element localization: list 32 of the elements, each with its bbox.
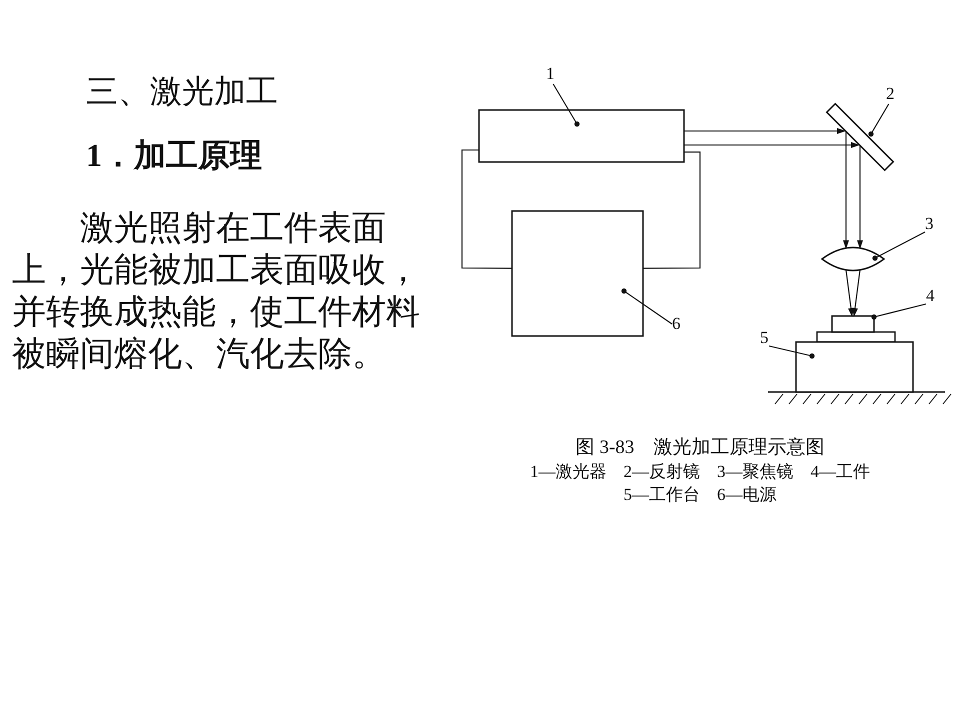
wire-line [643,151,701,269]
leader-line [872,232,926,261]
callout-number: 4 [926,286,934,306]
laser-box [478,109,685,163]
leader-line [868,104,890,137]
callout-number: 2 [886,84,894,104]
laser-beam-arrow [684,142,860,148]
workpiece-block [831,315,875,333]
legend-text: 5—工作台 6—电源 [622,484,778,506]
laser-beam-arrow [857,146,863,250]
laser-beam-arrow [852,270,861,317]
laser-beam-arrow [845,270,854,317]
laser-beam-arrow [843,132,849,250]
legend-text: 1—激光器 2—反射镜 3—聚焦镜 4—工件 [529,461,871,483]
body-paragraph: 激光照射在工件表面上，光能被加工表面吸收，并转换成热能，使工件材料被瞬间熔化、汽化去除。 [12,209,421,375]
callout-number: 3 [925,214,934,234]
power-supply-box [511,210,644,337]
section-heading: 三、激光加工 [86,72,278,111]
wire-line [461,149,512,269]
subheading: 1．加工原理 [86,136,262,175]
leader-line [871,303,926,320]
leader-line [768,345,815,359]
lens [821,246,885,272]
leader-line [552,84,580,127]
mirror [826,102,894,172]
callout-number: 5 [760,328,768,348]
worktable-block [795,341,914,393]
figure-caption: 图 3-83 激光加工原理示意图 [574,436,826,460]
callout-number: 6 [672,314,680,334]
leader-line [621,288,672,324]
callout-number: 1 [546,64,554,84]
laser-beam-arrow [684,128,846,134]
